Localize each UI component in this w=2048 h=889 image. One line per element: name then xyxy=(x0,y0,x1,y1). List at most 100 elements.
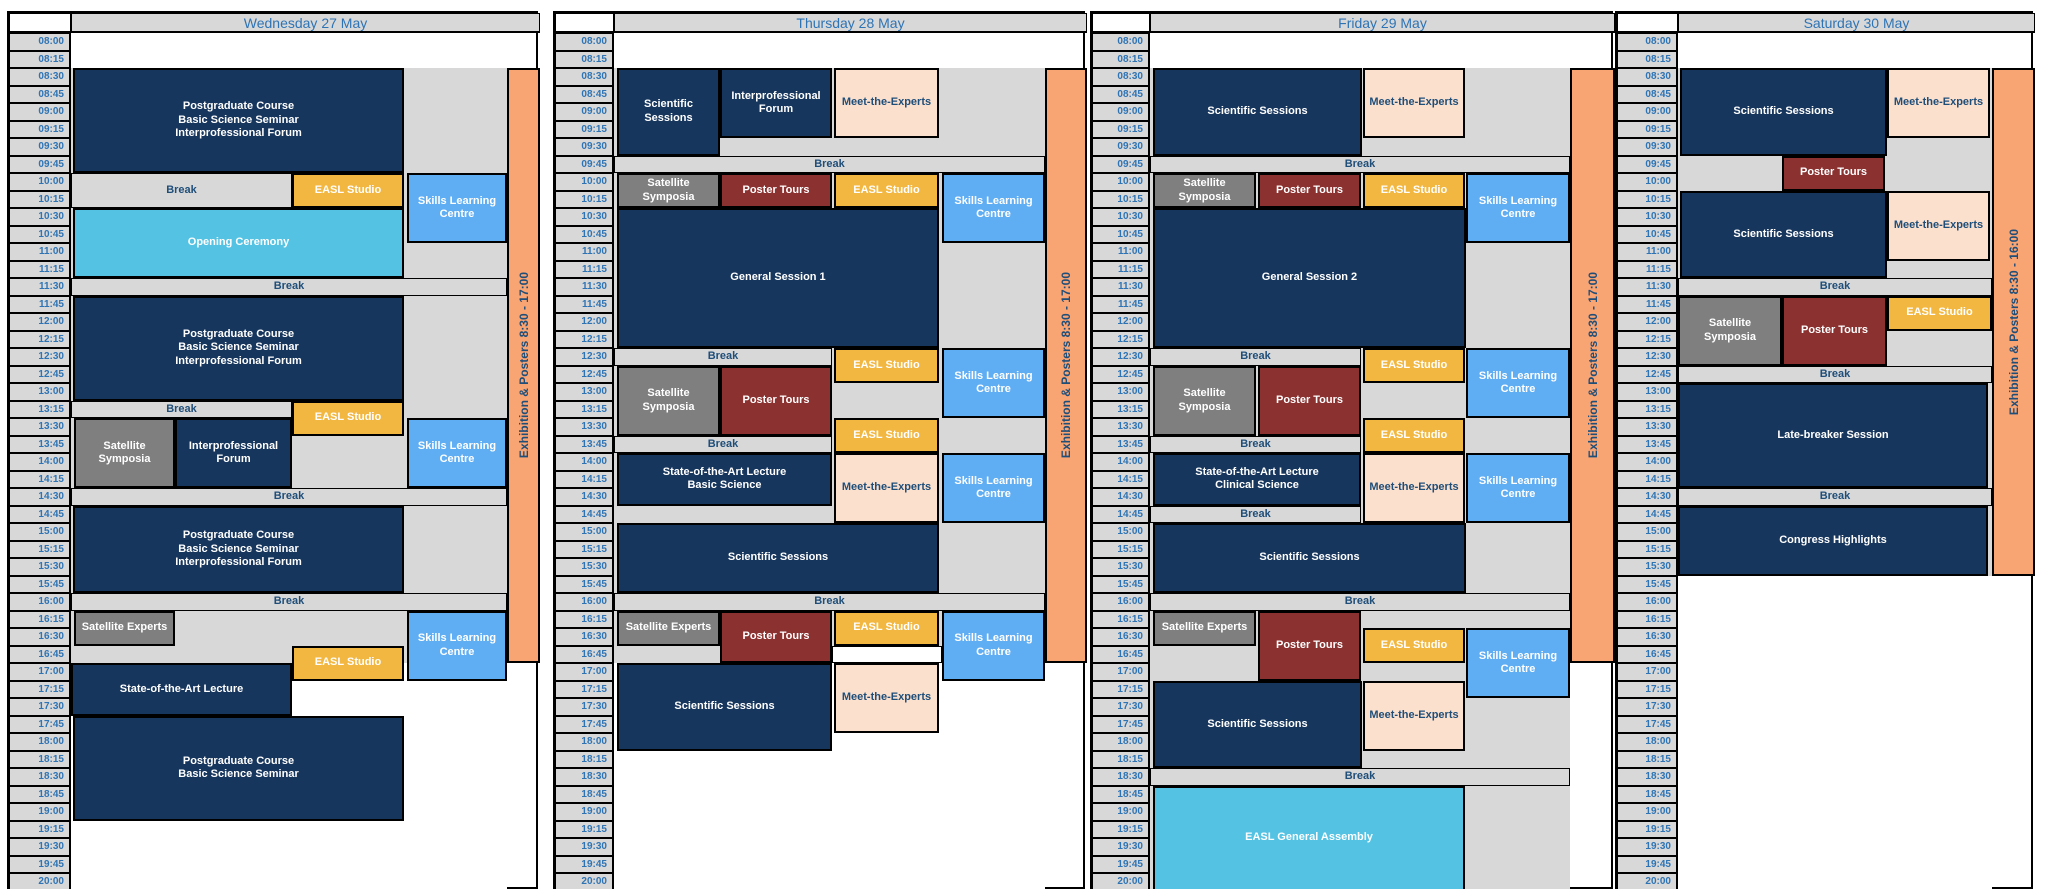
time-label: 17:45 xyxy=(581,718,607,730)
time-cell: 18:00 xyxy=(1092,733,1150,751)
time-label: 19:45 xyxy=(38,858,64,870)
session-block-easl-studio-label: EASL Studio xyxy=(1380,638,1448,651)
time-label: 14:00 xyxy=(1117,456,1143,468)
time-cell: 15:15 xyxy=(555,540,614,558)
time-cell: 16:15 xyxy=(1092,610,1150,628)
session-block-skills-learning-label: Skills Learning Centre xyxy=(1478,649,1558,675)
time-cell: 14:30 xyxy=(9,488,71,506)
time-label: 13:00 xyxy=(1117,386,1143,398)
session-block-satellite-experts-label: Satellite Experts xyxy=(1161,621,1248,634)
break-block: Break xyxy=(71,593,507,611)
session-block-meet-the-experts-label: Meet-the-Experts xyxy=(1893,218,1984,231)
time-cell: 12:15 xyxy=(1617,330,1678,348)
time-cell: 11:15 xyxy=(1617,260,1678,278)
time-label: 18:30 xyxy=(1117,771,1143,783)
time-label: 18:45 xyxy=(38,788,64,800)
time-cell: 08:30 xyxy=(1617,68,1678,86)
time-label: 13:30 xyxy=(581,421,607,433)
break-block-label: Break xyxy=(1240,437,1271,450)
session-block-easl-studio-label: EASL Studio xyxy=(1380,428,1448,441)
time-cell: 10:15 xyxy=(9,190,71,208)
time-label: 14:00 xyxy=(38,456,64,468)
session-block-interprofessional: Interprofessional Forum xyxy=(175,418,292,488)
time-cell: 14:45 xyxy=(1092,505,1150,523)
time-label: 14:30 xyxy=(38,491,64,503)
time-cell: 13:30 xyxy=(9,418,71,436)
time-cell: 19:45 xyxy=(1092,855,1150,873)
time-cell: 13:00 xyxy=(1617,383,1678,401)
session-block-general-session-2: General Session 2 xyxy=(1153,208,1466,348)
time-label: 17:15 xyxy=(38,683,64,695)
break-block: Break xyxy=(71,278,507,296)
time-cell: 18:15 xyxy=(1092,750,1150,768)
break-block-label: Break xyxy=(273,490,305,503)
time-cell: 12:45 xyxy=(555,365,614,383)
time-label: 16:30 xyxy=(1117,631,1143,643)
time-cell: 14:30 xyxy=(555,488,614,506)
time-label: 10:30 xyxy=(581,211,607,223)
time-label: 13:45 xyxy=(1645,438,1671,450)
session-block-easl-studio-label: EASL Studio xyxy=(1906,306,1973,319)
time-cell: 18:00 xyxy=(555,733,614,751)
time-label: 12:30 xyxy=(1117,351,1143,363)
time-cell: 13:45 xyxy=(9,435,71,453)
time-cell: 14:15 xyxy=(555,470,614,488)
time-label: 18:45 xyxy=(1117,788,1143,800)
time-cell: 11:00 xyxy=(9,243,71,261)
time-cell: 11:00 xyxy=(555,243,614,261)
session-block-meet-the-experts: Meet-the-Experts xyxy=(1887,190,1990,261)
time-label: 08:45 xyxy=(38,88,64,100)
break-block-label: Break xyxy=(273,595,305,608)
session-block-poster-tours: Poster Tours xyxy=(1782,295,1887,366)
session-block-postgraduate-course: Postgraduate Course Basic Science Semina… xyxy=(73,505,404,593)
time-cell: 16:00 xyxy=(1617,593,1678,611)
time-cell: 11:45 xyxy=(1092,295,1150,313)
session-block-easl-studio-label: EASL Studio xyxy=(314,411,382,424)
time-cell: 19:30 xyxy=(1092,838,1150,856)
time-cell: 14:30 xyxy=(1617,488,1678,506)
time-cell: 12:45 xyxy=(1617,365,1678,383)
time-label: 18:45 xyxy=(581,788,607,800)
time-label: 17:30 xyxy=(1645,701,1671,713)
time-label: 11:45 xyxy=(1117,298,1143,310)
session-block-easl-studio: EASL Studio xyxy=(292,400,404,436)
time-cell: 19:00 xyxy=(9,803,71,821)
time-cell: 13:00 xyxy=(9,383,71,401)
session-block-skills-learning: Skills Learning Centre xyxy=(1466,628,1570,698)
time-label: 12:15 xyxy=(1645,333,1671,345)
time-label: 09:45 xyxy=(1117,158,1143,170)
time-label: 13:45 xyxy=(38,438,64,450)
time-label: 19:15 xyxy=(38,823,64,835)
session-block-easl-studio-label: EASL Studio xyxy=(314,656,382,669)
time-label: 08:45 xyxy=(1645,88,1671,100)
time-label: 16:15 xyxy=(581,613,607,625)
time-cell: 09:30 xyxy=(9,138,71,156)
time-label: 16:30 xyxy=(38,631,64,643)
time-cell: 15:30 xyxy=(9,558,71,576)
time-label: 13:30 xyxy=(38,421,64,433)
day-title-label: Friday 29 May xyxy=(1338,14,1427,31)
time-cell: 09:45 xyxy=(555,155,614,173)
time-cell: 15:45 xyxy=(1617,575,1678,593)
time-cell: 11:45 xyxy=(1617,295,1678,313)
session-block-interprofessional-label: Interprofessional Forum xyxy=(188,439,279,465)
time-label: 15:00 xyxy=(581,526,607,538)
session-block-scientific-sessions: Scientific Sessions xyxy=(1153,680,1362,768)
session-block-easl-studio-label: EASL Studio xyxy=(853,428,920,441)
session-block-meet-the-experts-label: Meet-the-Experts xyxy=(1369,708,1459,721)
time-cell: 16:45 xyxy=(9,645,71,663)
session-block-easl-studio-label: EASL Studio xyxy=(1380,358,1448,371)
time-cell: 20:00 xyxy=(9,873,71,889)
time-cell: 20:00 xyxy=(555,873,614,889)
time-cell: 13:30 xyxy=(555,418,614,436)
time-label: 15:15 xyxy=(1645,543,1671,555)
time-cell: 12:15 xyxy=(555,330,614,348)
time-label: 18:30 xyxy=(38,771,64,783)
break-block: Break xyxy=(614,435,832,453)
session-block-meet-the-experts: Meet-the-Experts xyxy=(1887,68,1990,138)
session-block-congress-highlights-label: Congress Highlights xyxy=(1779,533,1887,546)
time-cell: 11:30 xyxy=(555,278,614,296)
session-block-poster-tours: Poster Tours xyxy=(720,173,832,208)
time-label: 17:15 xyxy=(581,683,607,695)
